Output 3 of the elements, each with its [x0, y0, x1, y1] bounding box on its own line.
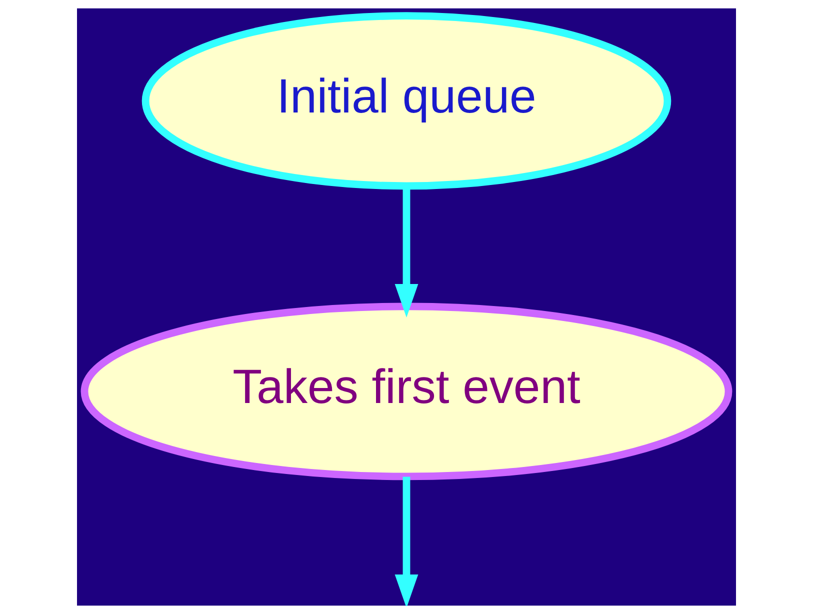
- node-ellipse: Initial queue: [142, 12, 672, 190]
- node-ellipse: Takes first event: [80, 302, 732, 480]
- arrow: [394, 476, 418, 606]
